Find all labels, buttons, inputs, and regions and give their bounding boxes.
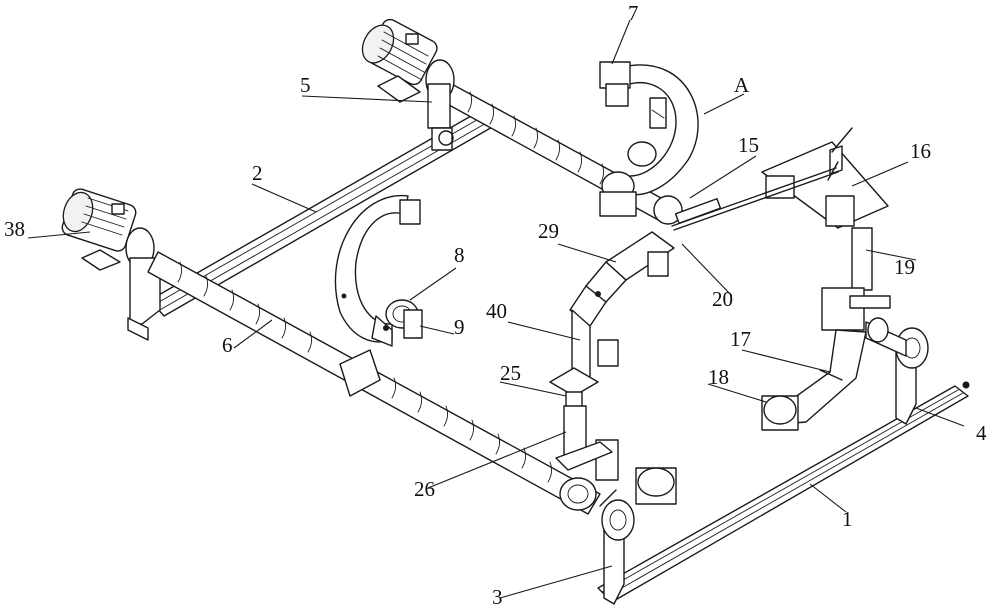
label-9: 9: [454, 315, 465, 339]
label-A: A: [734, 73, 750, 97]
central-bracket: [549, 231, 675, 511]
c-ring-upper: [599, 61, 699, 225]
label-2: 2: [252, 161, 263, 185]
leader-lines: [27, 19, 965, 599]
bearing-4: [865, 317, 929, 425]
motor-rear: [361, 18, 455, 151]
rod-15: [671, 167, 839, 231]
label-17: 17: [730, 327, 751, 351]
label-3: 3: [492, 585, 503, 609]
label-1: 1: [842, 507, 853, 531]
label-26: 26: [414, 477, 435, 501]
label-20: 20: [712, 287, 733, 311]
label-8: 8: [454, 243, 465, 267]
label-29: 29: [538, 219, 559, 243]
label-40: 40: [486, 299, 507, 323]
bearing-3: [601, 467, 677, 605]
label-15: 15: [738, 133, 759, 157]
label-6: 6: [222, 333, 233, 357]
label-19: 19: [894, 255, 915, 279]
right-frame: [761, 127, 891, 431]
screw-shaft-6: [147, 251, 601, 515]
label-7: 7: [628, 1, 639, 25]
label-18: 18: [708, 365, 729, 389]
label-25: 25: [500, 361, 521, 385]
label-38: 38: [4, 217, 25, 241]
label-4: 4: [976, 421, 987, 445]
label-16: 16: [910, 139, 931, 163]
label-5: 5: [300, 73, 311, 97]
reference-labels: 7 A 5 2 38 6 8 9 15 16 19 20 29 40 25 26…: [4, 1, 987, 609]
c-ring-left: [334, 195, 423, 347]
motor-front: [61, 188, 161, 341]
